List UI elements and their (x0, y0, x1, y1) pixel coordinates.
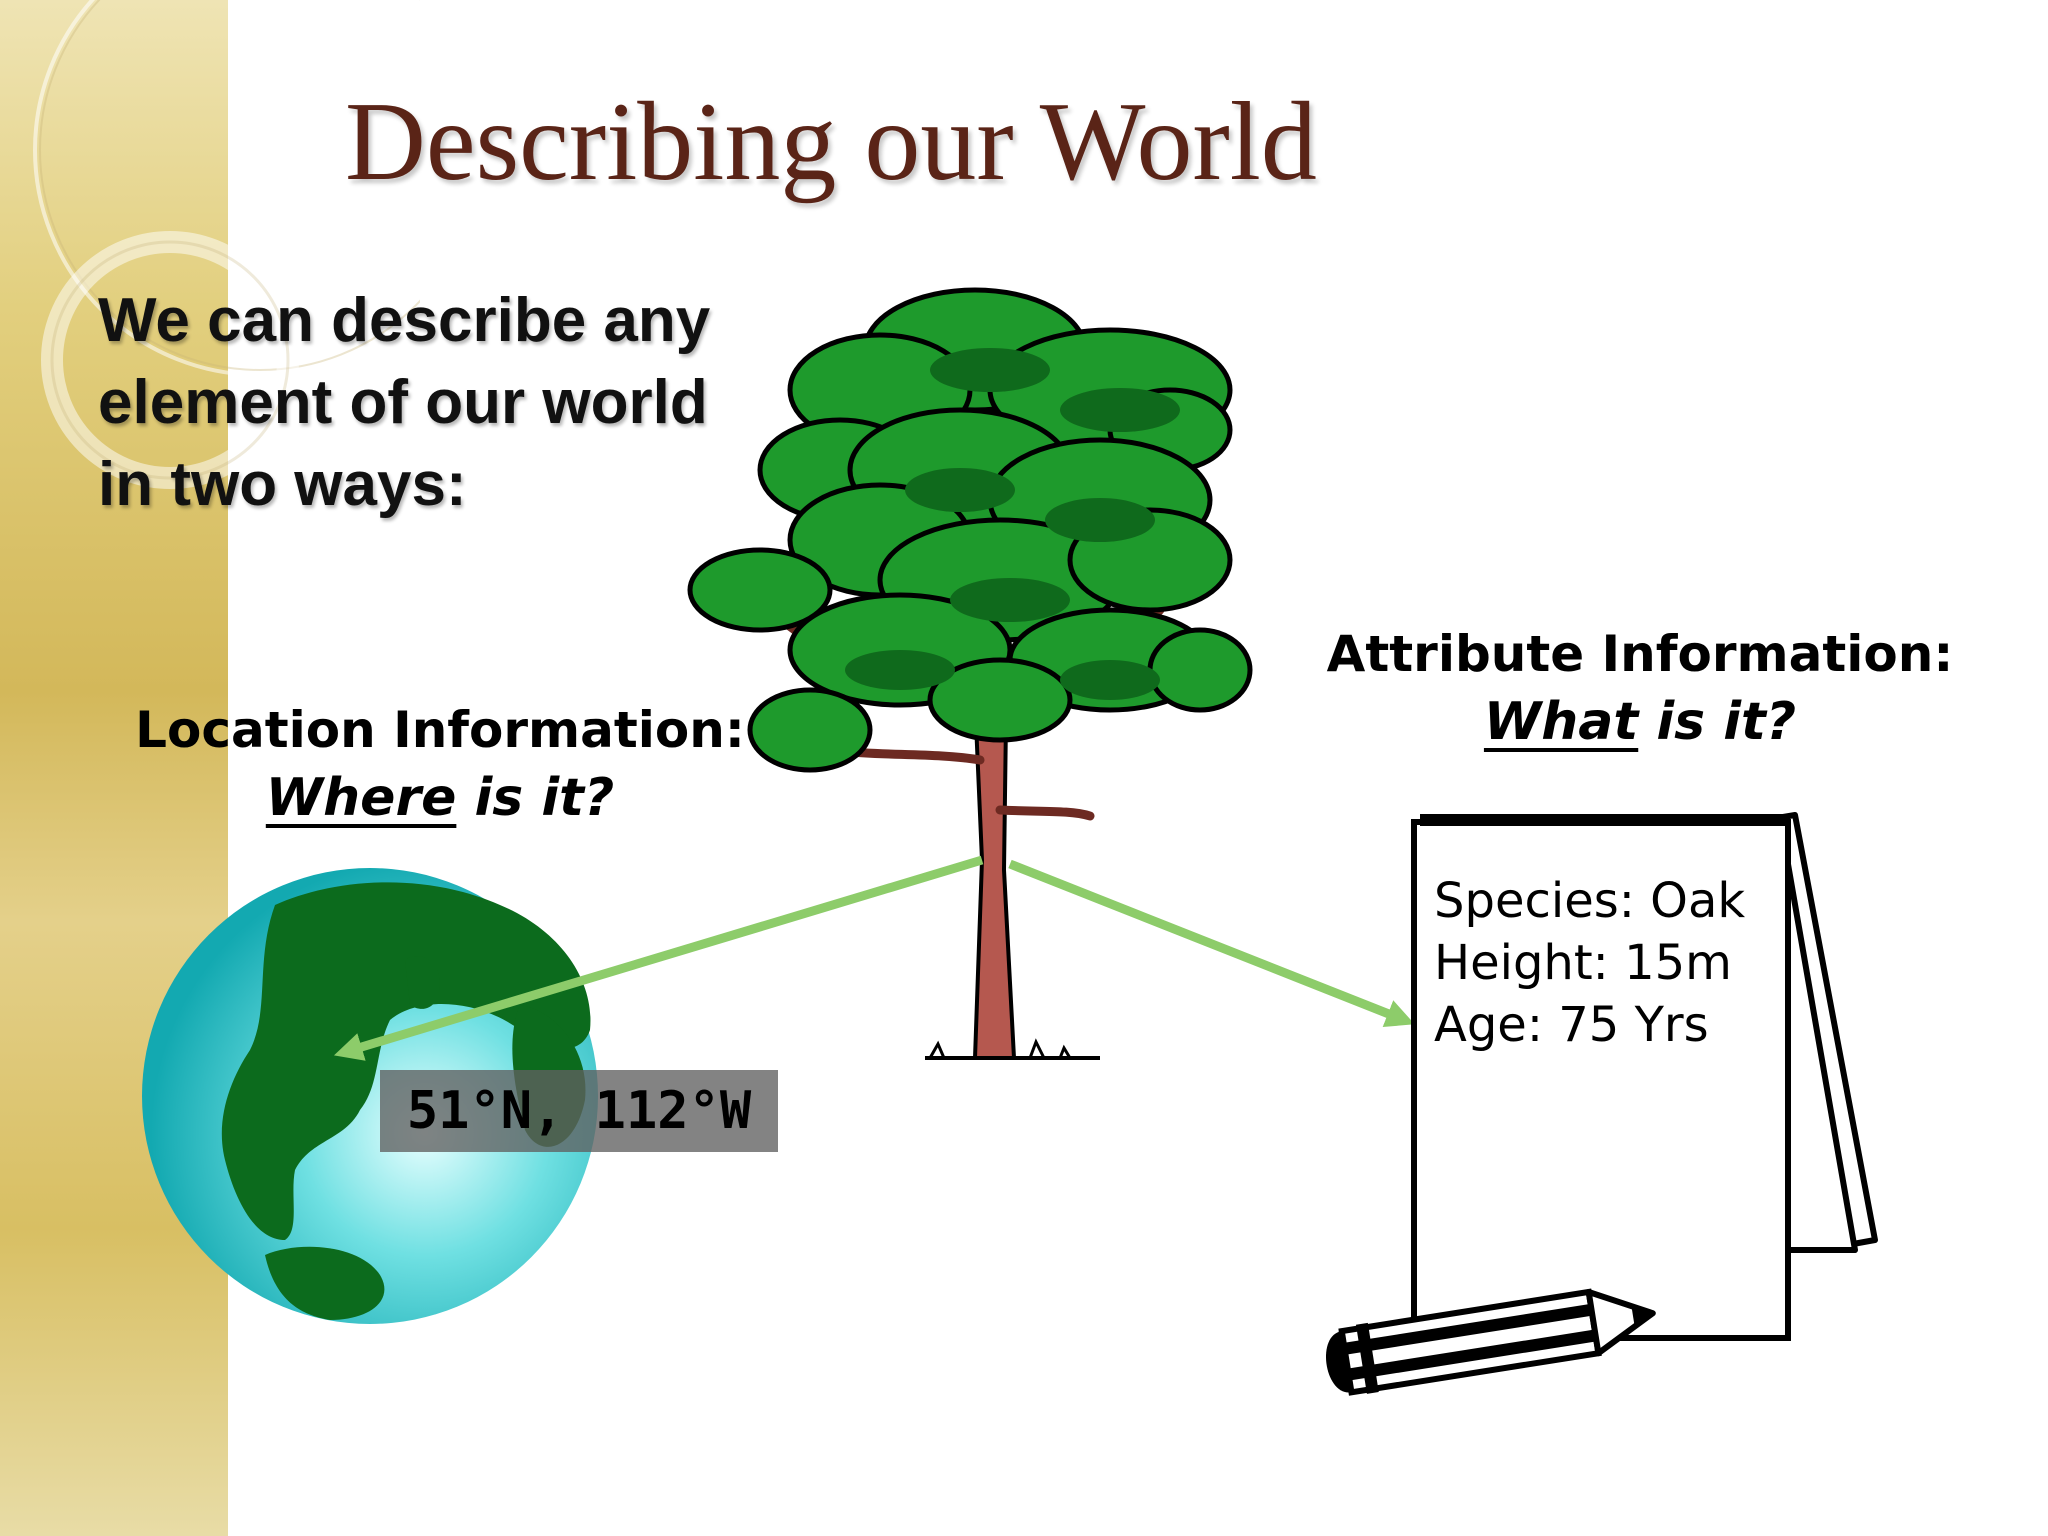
location-question-word: Where (265, 768, 457, 828)
attribute-question-word: What (1483, 692, 1639, 752)
globe-icon (142, 868, 598, 1324)
intro-line: in two ways: (98, 450, 467, 519)
intro-text: We can describe any element of our world… (98, 280, 798, 526)
arrow-to-globe (333, 855, 984, 1061)
attribute-question-rest: is it? (1638, 692, 1797, 752)
intro-line: We can describe any (98, 286, 711, 355)
location-title: Location Information: (135, 701, 745, 759)
arrow-to-notepad (1008, 859, 1415, 1028)
attribute-title: Attribute Information: (1326, 625, 1954, 683)
notepad-text: Species: Oak Height: 15m Age: 75 Yrs (1434, 870, 1764, 1056)
location-heading: Location Information: Where is it? (120, 696, 760, 832)
pencil-icon (1326, 1288, 1656, 1396)
coordinates-label: 51°N, 112°W (380, 1070, 778, 1152)
note-line: Species: Oak (1434, 873, 1746, 929)
tree-foliage-shade (845, 348, 1180, 700)
page-title: Describing our World (345, 80, 1317, 204)
note-line: Age: 75 Yrs (1434, 997, 1709, 1053)
attribute-question: What is it? (1300, 688, 1980, 756)
tree-illustration (687, 287, 1253, 1060)
location-question: Where is it? (120, 764, 760, 832)
attribute-heading: Attribute Information: What is it? (1300, 620, 1980, 756)
location-question-rest: is it? (456, 768, 615, 828)
notepad-icon (1411, 812, 1878, 1341)
note-line: Height: 15m (1434, 935, 1732, 991)
intro-line: element of our world (98, 368, 708, 437)
